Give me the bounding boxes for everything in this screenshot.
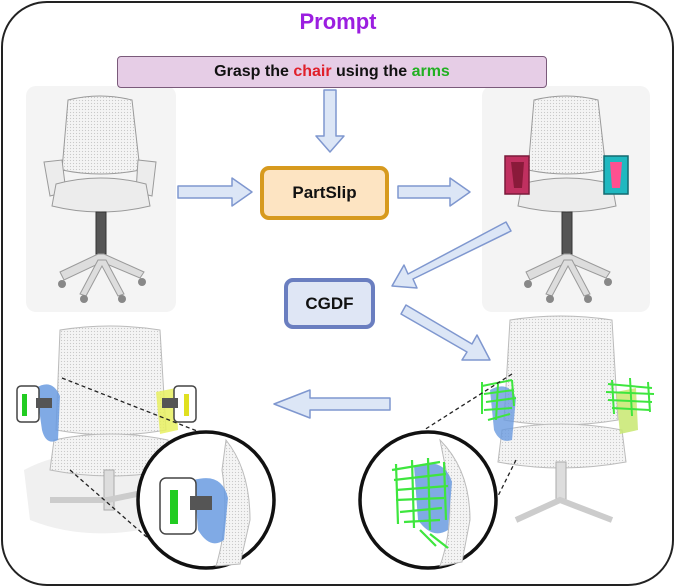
diagram-title: Prompt bbox=[299, 9, 377, 34]
prompt-part-word: arms bbox=[411, 63, 450, 80]
partslip-node: PartSlip bbox=[260, 166, 389, 220]
prompt-text-2: using the bbox=[331, 63, 412, 80]
final-grasp-image bbox=[16, 325, 276, 570]
prompt-object-word: chair bbox=[293, 63, 332, 80]
segmented-chair-image bbox=[482, 86, 650, 312]
arrow-input-to-partslip bbox=[177, 177, 253, 207]
cgdf-node: CGDF bbox=[284, 278, 375, 329]
input-chair-image bbox=[26, 86, 176, 312]
prompt-box: Grasp the chair using the arms bbox=[117, 56, 547, 88]
arrow-partslip-to-segmented bbox=[397, 177, 471, 207]
arrow-cgdf-to-grasps bbox=[400, 304, 491, 361]
generated-grasps-image bbox=[358, 315, 655, 570]
arrow-grasps-to-result bbox=[273, 389, 391, 419]
arrow-segmented-to-cgdf bbox=[391, 221, 512, 289]
arrow-prompt-to-partslip bbox=[315, 89, 345, 153]
prompt-text-1: Grasp the bbox=[214, 63, 294, 80]
